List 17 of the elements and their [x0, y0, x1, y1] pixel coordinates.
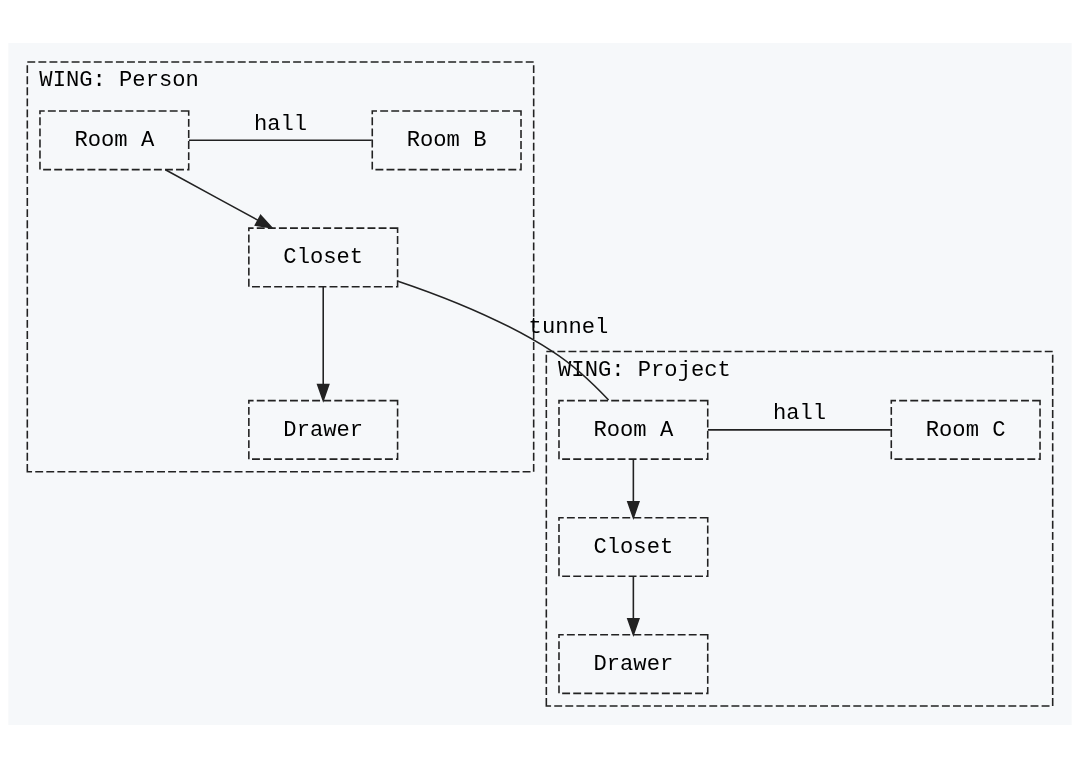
- node-box: Drawer: [248, 399, 399, 460]
- node-box: Closet: [248, 226, 399, 287]
- node-box: Room A: [39, 109, 190, 170]
- node-box: Closet: [558, 516, 709, 577]
- node-box: Room C: [890, 399, 1041, 460]
- connector: [707, 428, 892, 431]
- edge-label: hall: [253, 111, 308, 137]
- node-box: Room B: [371, 109, 522, 170]
- arrow: [164, 168, 275, 229]
- node-box: Room A: [558, 399, 709, 460]
- arrow: [626, 575, 640, 637]
- arrow: [626, 458, 640, 520]
- node-box: Drawer: [558, 633, 709, 694]
- connector: [188, 139, 373, 141]
- arrow: [316, 285, 330, 403]
- edge-label: hall: [772, 400, 827, 426]
- connector: [397, 279, 610, 401]
